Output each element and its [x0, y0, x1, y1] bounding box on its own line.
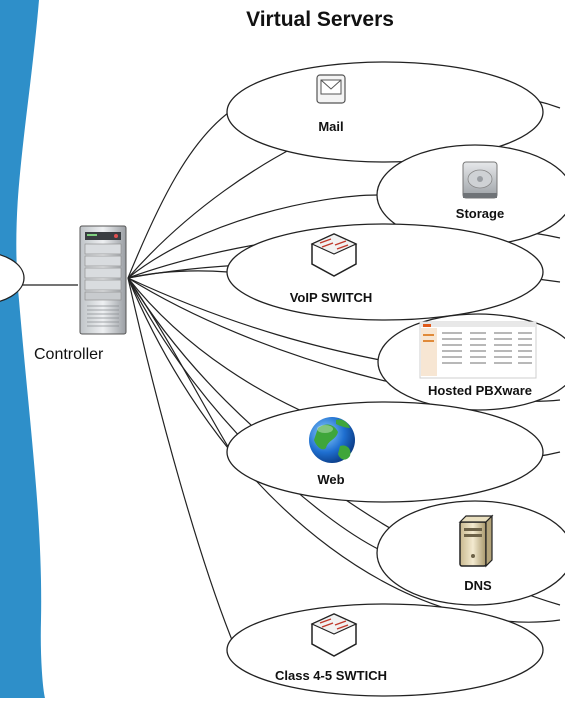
web-label: Web: [317, 472, 344, 487]
mail-envelope-icon: [316, 74, 346, 104]
voip-node: [226, 223, 544, 321]
mail-node: [226, 61, 544, 163]
dns-label: DNS: [464, 578, 492, 593]
storage-label: Storage: [456, 206, 504, 221]
line-class45: [127, 277, 233, 641]
class45-label: Class 4-5 SWTICH: [275, 668, 387, 683]
voip-label: VoIP SWITCH: [290, 290, 373, 305]
web-node: [226, 401, 544, 503]
mail-label: Mail: [318, 119, 343, 134]
line-storage: [127, 194, 379, 279]
line-pbx: [127, 277, 381, 361]
sidebar-wave-highlight: [16, 0, 47, 699]
network-switch-icon: [310, 233, 358, 277]
line-web: [127, 277, 231, 451]
controller-label: Controller: [34, 346, 104, 363]
desktop-pc-icon: [458, 514, 494, 568]
server-tower-icon: [79, 225, 127, 335]
line-voip: [127, 270, 229, 279]
hard-drive-icon: [462, 161, 498, 199]
class45-switch-icon: [310, 613, 358, 657]
sidebar-wave: [0, 0, 46, 698]
diagram-title: Virtual Servers: [246, 8, 394, 31]
pbx-label: Hosted PBXware: [428, 383, 532, 398]
line-mail: [127, 109, 233, 279]
app-screenshot-icon: [419, 321, 537, 379]
left-partial-node: [0, 254, 25, 302]
globe-icon: [309, 417, 355, 463]
class45-node: [226, 603, 544, 697]
server-nodes: [226, 61, 565, 697]
